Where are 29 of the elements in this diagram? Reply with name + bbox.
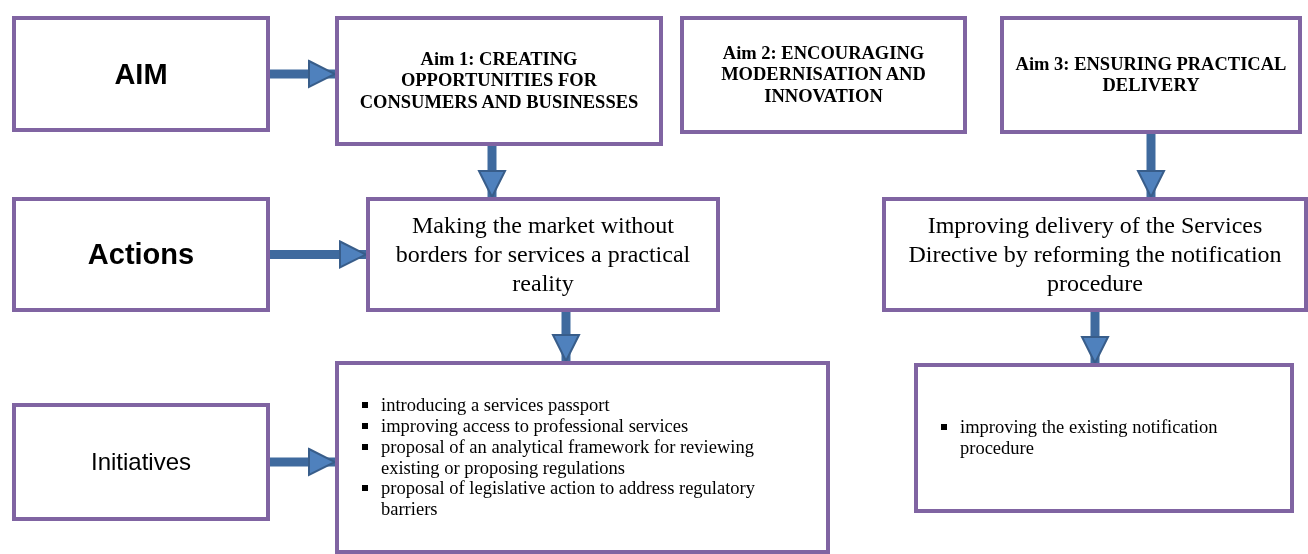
bullet-item: improving the existing notification procedure xyxy=(940,417,1280,459)
process-box xyxy=(366,197,720,312)
box-label: AIM xyxy=(114,57,168,91)
box-label: Aim 1: CREATING OPPORTUNITIES FOR CONSUMERS AND BUSINESSES xyxy=(358,49,640,113)
process-box xyxy=(335,16,663,146)
arrow xyxy=(1137,134,1165,198)
initiative-box xyxy=(914,363,1294,513)
box-label: Aim 2: ENCOURAGING MODERNISATION AND INNOVATION xyxy=(720,43,927,107)
bullet-item: improving access to professional services xyxy=(361,416,689,437)
arrow xyxy=(478,146,506,198)
box-label: Making the market without borders for services a practical reality xyxy=(394,211,692,298)
arrow xyxy=(270,60,336,88)
initiative-box xyxy=(335,361,830,554)
box-label: Initiatives xyxy=(90,448,191,476)
arrow xyxy=(552,312,580,362)
arrow xyxy=(270,240,367,269)
box-label: Actions xyxy=(87,238,195,271)
arrow xyxy=(1081,312,1109,364)
box-label: Improving delivery of the Services Directive by reforming the notification procedure xyxy=(907,211,1283,298)
bullet-item: introducing a services passport xyxy=(361,395,610,417)
bullet-item: proposal of legislative action to address regulatory barriers xyxy=(361,478,816,520)
process-box xyxy=(882,197,1308,312)
process-box xyxy=(680,16,967,134)
process-box xyxy=(12,197,270,312)
process-box xyxy=(12,16,270,132)
process-box xyxy=(1000,16,1302,134)
arrow xyxy=(270,448,336,476)
process-box xyxy=(12,403,270,521)
box-label: Aim 3: ENSURING PRACTICAL DELIVERY xyxy=(1014,53,1288,97)
